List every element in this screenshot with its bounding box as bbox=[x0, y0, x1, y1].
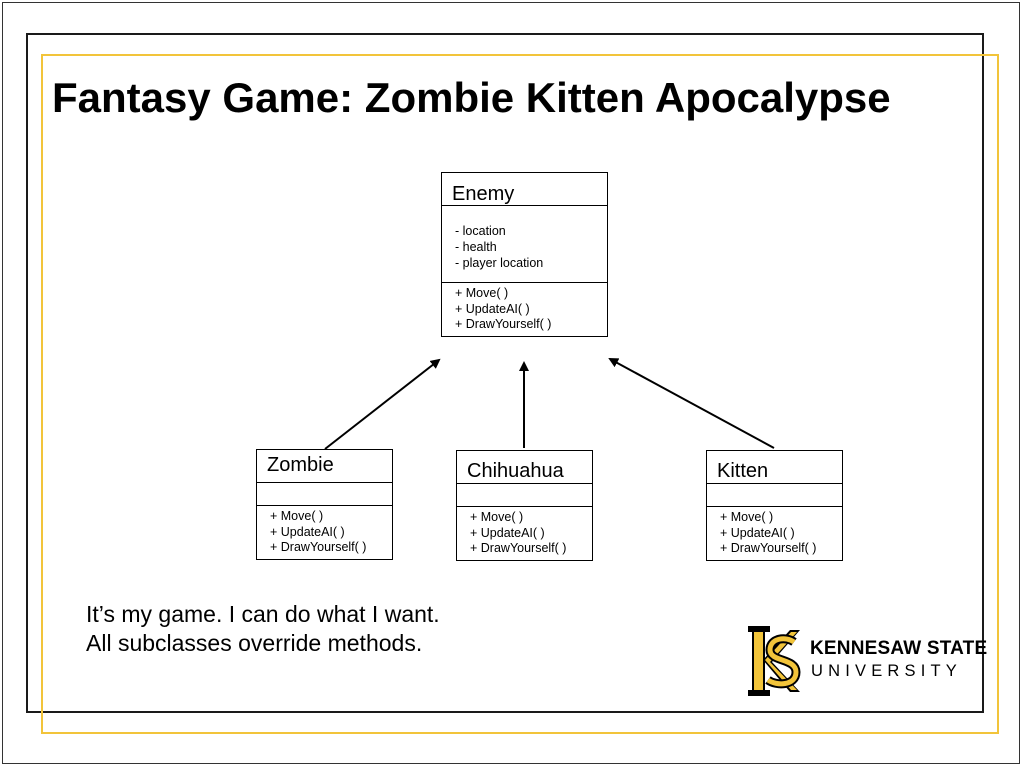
class-attributes-zombie bbox=[257, 483, 392, 506]
attribute-line: - location bbox=[455, 224, 506, 238]
method-line: + Move( ) bbox=[455, 286, 509, 300]
method-line: + DrawYourself( ) bbox=[455, 317, 552, 331]
class-attributes-chihuahua bbox=[457, 484, 592, 507]
attribute-line: - health bbox=[455, 240, 497, 254]
method-line: + DrawYourself( ) bbox=[470, 541, 567, 555]
university-logo: KENNESAW STATE UNIVERSITY bbox=[746, 624, 987, 698]
caption-line-2: All subclasses override methods. bbox=[86, 630, 423, 656]
ks-monogram-icon bbox=[748, 626, 801, 696]
method-line: + UpdateAI( ) bbox=[470, 525, 545, 540]
method-line: + Move( ) bbox=[470, 510, 524, 524]
class-methods-enemy: + Move( ) + UpdateAI( ) + DrawYourself( … bbox=[442, 283, 607, 333]
logo-text-kennesaw-state: KENNESAW STATE bbox=[810, 638, 988, 659]
class-attributes-enemy: - location - health - player location bbox=[442, 206, 607, 283]
logo-text-university: UNIVERSITY bbox=[811, 662, 963, 680]
slide-title: Fantasy Game: Zombie Kitten Apocalypse bbox=[52, 74, 891, 121]
slide-frame-gold bbox=[41, 54, 999, 734]
class-methods-chihuahua: + Move( ) + UpdateAI( ) + DrawYourself( … bbox=[457, 507, 592, 557]
slide-frame-black bbox=[26, 33, 984, 713]
class-name-zombie: Zombie bbox=[257, 450, 392, 483]
method-line: + Move( ) bbox=[720, 510, 774, 524]
caption-line-1: It’s my game. I can do what I want. bbox=[86, 601, 440, 627]
class-name-enemy: Enemy bbox=[442, 173, 607, 206]
class-name-chihuahua: Chihuahua bbox=[457, 451, 592, 484]
method-line: + DrawYourself( ) bbox=[720, 541, 817, 555]
class-box-chihuahua: Chihuahua + Move( ) + UpdateAI( ) + Draw… bbox=[456, 450, 593, 561]
arrow-kitten-to-enemy bbox=[608, 358, 775, 449]
class-methods-zombie: + Move( ) + UpdateAI( ) + DrawYourself( … bbox=[257, 506, 392, 556]
method-line: + UpdateAI( ) bbox=[270, 524, 345, 539]
method-line: + Move( ) bbox=[270, 509, 324, 523]
method-line: + UpdateAI( ) bbox=[720, 525, 795, 540]
attribute-line: - player location bbox=[455, 256, 544, 270]
class-box-kitten: Kitten + Move( ) + UpdateAI( ) + DrawYou… bbox=[706, 450, 843, 561]
method-line: + UpdateAI( ) bbox=[455, 301, 530, 316]
method-line: + DrawYourself( ) bbox=[270, 540, 367, 554]
class-box-enemy: Enemy - location - health - player locat… bbox=[441, 172, 608, 337]
class-name-kitten: Kitten bbox=[707, 451, 842, 484]
class-methods-kitten: + Move( ) + UpdateAI( ) + DrawYourself( … bbox=[707, 507, 842, 557]
class-attributes-kitten bbox=[707, 484, 842, 507]
class-box-zombie: Zombie + Move( ) + UpdateAI( ) + DrawYou… bbox=[256, 449, 393, 560]
caption-text: It’s my game. I can do what I want. All … bbox=[86, 600, 440, 658]
arrow-zombie-to-enemy bbox=[324, 358, 441, 450]
